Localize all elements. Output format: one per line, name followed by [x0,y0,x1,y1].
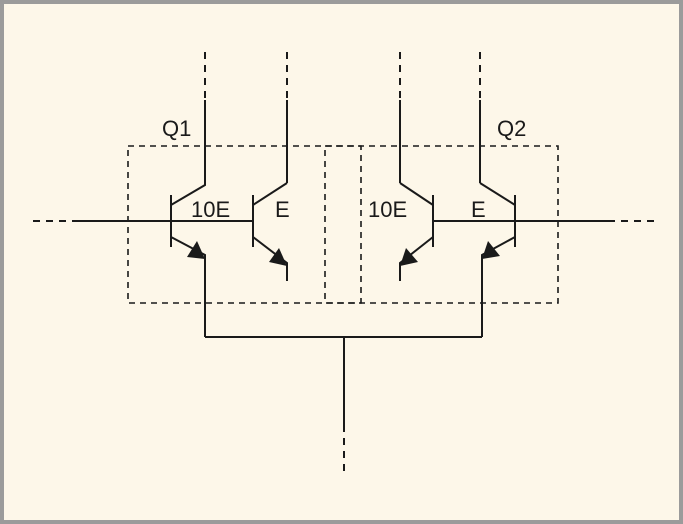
label-q2: Q2 [497,116,526,141]
collector-lines [204,52,481,183]
label-transistor-4: E [471,197,486,222]
transistor-q1-e [252,182,288,281]
label-transistor-2: E [275,197,290,222]
label-q1: Q1 [162,116,191,141]
transistor-q2-e [479,182,516,337]
q2-package-outline [324,145,559,304]
transistor-q1-10e [170,165,206,337]
label-transistor-1: 10E [191,197,230,222]
transistor-q2-10e [399,182,434,281]
label-transistor-3: 10E [368,197,407,222]
q1-package-outline [127,145,362,304]
common-emitter-line [205,336,482,475]
